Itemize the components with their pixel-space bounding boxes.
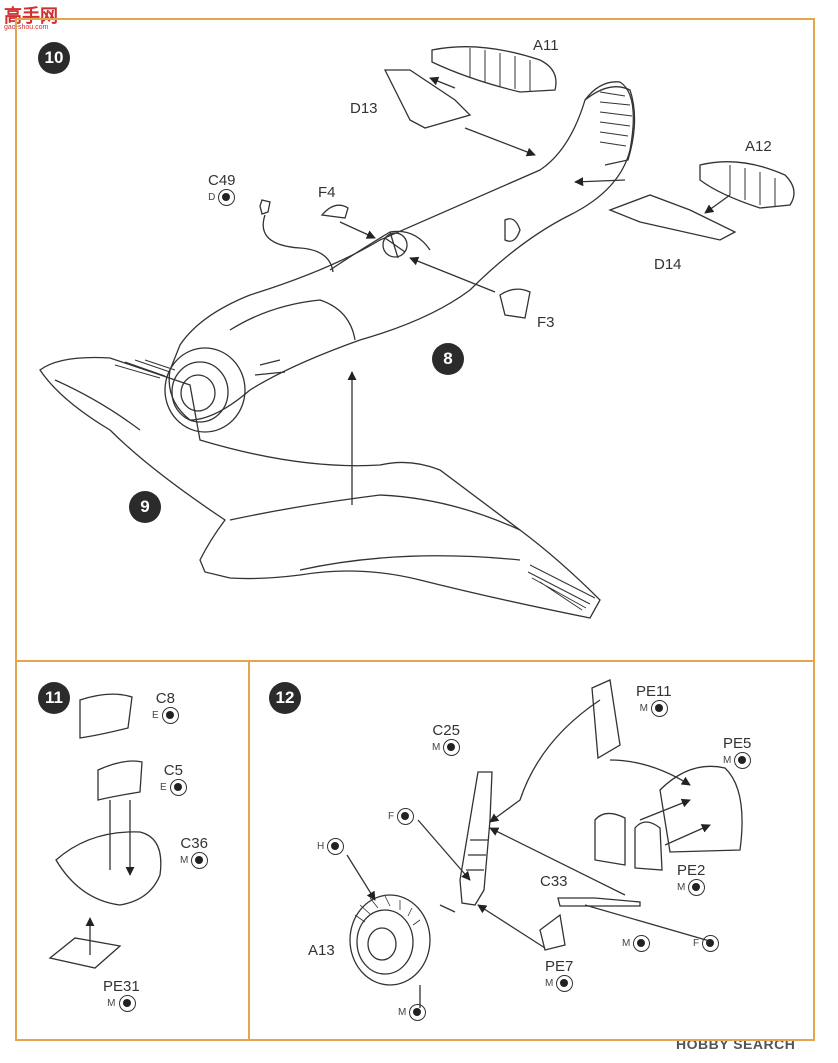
paint-icon <box>650 700 668 717</box>
part-c5: C5 E <box>160 762 187 796</box>
paint-icon <box>161 707 179 724</box>
step-badge-8: 8 <box>432 343 464 375</box>
color-code: M <box>398 1007 407 1018</box>
pe11-part <box>591 679 621 760</box>
pe7-part <box>539 913 566 951</box>
step-12-panel <box>248 660 815 1041</box>
color-code: D <box>208 192 216 203</box>
color-code: E <box>152 710 159 721</box>
c25-strut <box>459 771 493 906</box>
a11-part <box>431 46 557 93</box>
part-code: PE31 <box>103 978 140 995</box>
label-d13: D13 <box>350 100 378 117</box>
color-code: M <box>723 755 732 766</box>
color-code: M <box>639 703 648 714</box>
paint-icon <box>169 779 187 796</box>
c49-part <box>259 199 271 215</box>
part-code: C5 <box>163 762 183 779</box>
part-pe7: PE7 M <box>545 958 573 992</box>
pe2-part-a <box>594 812 626 866</box>
part-pe11: PE11 M <box>636 683 672 717</box>
color-code: M <box>107 998 116 1009</box>
label-c33: C33 <box>540 873 568 890</box>
part-f-left: F <box>388 808 415 825</box>
color-code: M <box>622 938 631 949</box>
part-code: PE7 <box>545 958 574 975</box>
color-code: M <box>677 882 686 893</box>
step-badge-9: 9 <box>129 491 161 523</box>
part-c33-paint: M <box>622 935 651 952</box>
part-c49: C49 D <box>208 172 236 206</box>
paint-icon <box>118 995 136 1012</box>
part-c8: C8 E <box>152 690 179 724</box>
color-code: M <box>180 855 189 866</box>
paint-icon <box>409 1004 427 1021</box>
color-code: E <box>160 782 167 793</box>
c8-part <box>79 693 133 739</box>
label-f4: F4 <box>318 184 336 201</box>
step-badge-10: 10 <box>38 42 70 74</box>
step-badge-12: 12 <box>269 682 301 714</box>
label-a12: A12 <box>745 138 772 155</box>
color-code: M <box>432 742 441 753</box>
color-code: H <box>317 841 325 852</box>
part-code: C25 <box>432 722 460 739</box>
paint-icon <box>327 838 345 855</box>
part-pe5: PE5 M <box>723 735 751 769</box>
pe2-part-b <box>634 821 663 871</box>
wing-outline <box>39 356 601 619</box>
part-c36: C36 M <box>180 835 209 869</box>
part-code: C36 <box>180 835 208 852</box>
site-logo: 高手网 <box>4 6 58 26</box>
paint-icon <box>556 975 574 992</box>
part-f-right: F <box>693 935 720 952</box>
a12-part <box>699 161 795 209</box>
paint-icon <box>734 752 752 769</box>
c5-part <box>97 760 143 801</box>
f4-part <box>320 204 349 219</box>
pe31-part <box>48 937 122 969</box>
label-a11: A11 <box>533 37 559 54</box>
part-code: C8 <box>155 690 175 707</box>
part-pe2: PE2 M <box>677 862 705 896</box>
d14-part <box>608 194 737 241</box>
paint-icon <box>633 935 651 952</box>
color-code: F <box>388 811 395 822</box>
part-a13-paint: M <box>398 1004 427 1021</box>
color-code: F <box>693 938 700 949</box>
c33-part <box>557 897 641 907</box>
paint-icon <box>397 808 415 825</box>
step-badge-11: 11 <box>38 682 70 714</box>
paint-icon <box>688 879 706 896</box>
f3-part <box>499 288 531 319</box>
a13-wheel <box>349 894 431 986</box>
paint-icon <box>218 189 236 206</box>
color-code: M <box>545 978 554 989</box>
fuselage-outline <box>168 81 634 421</box>
site-logo-url: gao-shou.com <box>4 24 49 31</box>
part-c25: C25 M <box>432 722 461 756</box>
paint-icon <box>443 739 461 756</box>
part-code: C49 <box>208 172 236 189</box>
label-f3: F3 <box>537 314 555 331</box>
part-code: PE2 <box>677 862 706 879</box>
part-code: PE5 <box>723 735 752 752</box>
paint-icon <box>702 935 720 952</box>
d13-part <box>383 69 472 129</box>
part-h: H <box>317 838 345 855</box>
label-a13: A13 <box>308 942 335 959</box>
part-code: PE11 <box>636 683 672 700</box>
label-d14: D14 <box>654 256 682 273</box>
paint-icon <box>191 852 209 869</box>
pe5-part <box>659 765 743 853</box>
c36-part <box>55 831 162 906</box>
part-pe31: PE31 M <box>103 978 140 1012</box>
